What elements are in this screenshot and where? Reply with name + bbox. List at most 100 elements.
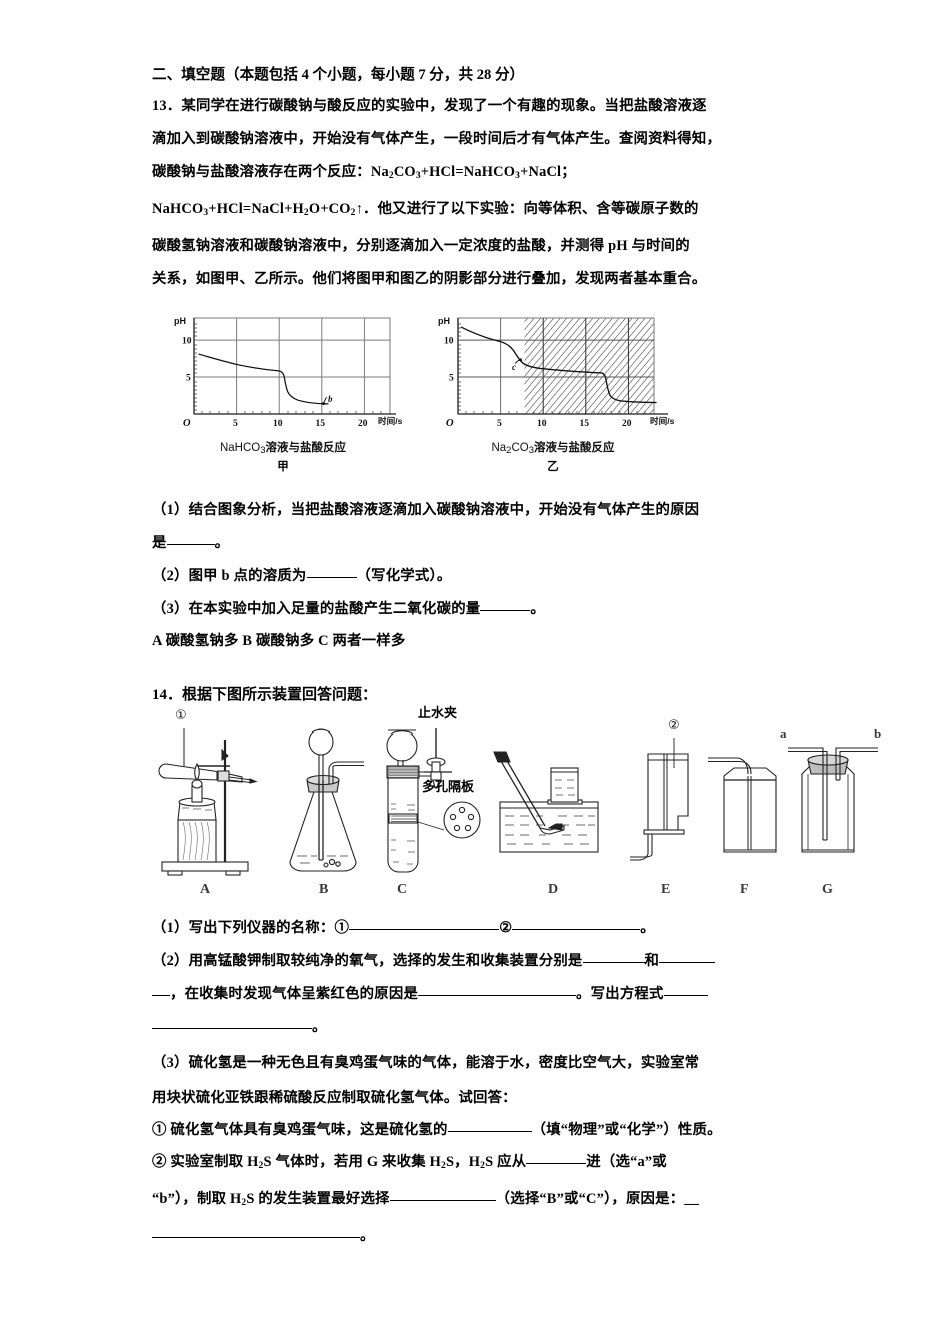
q13-sub2-suffix: （写化学式）。 bbox=[356, 568, 452, 584]
apparatus-label-c: C bbox=[397, 882, 408, 897]
svg-text:pH: pH bbox=[438, 316, 450, 326]
figure-apparatus-set: ① bbox=[152, 700, 881, 900]
q13-sub3-prefix: （3）在本实验中加入足量的盐酸产生二氧化碳的量 bbox=[152, 601, 481, 617]
q14-sub1-prefix: （1）写出下列仪器的名称：① bbox=[152, 920, 350, 936]
q13-options: A 碳酸氢钠多 B 碳酸钠多 C 两者一样多 bbox=[152, 633, 406, 649]
question-14-subquestions: （1）写出下列仪器的名称：① ② 。 （2）用高锰酸钾制取较纯净的氧气，选择的发生和… bbox=[152, 912, 832, 1253]
apparatus-g: a b bbox=[780, 726, 886, 875]
svg-text:20: 20 bbox=[622, 419, 632, 429]
svg-text:15: 15 bbox=[316, 419, 326, 429]
svg-text:5: 5 bbox=[233, 419, 238, 429]
q14-sub3-item2-line3-suffix: 。 bbox=[360, 1228, 375, 1244]
section-heading: 二、填空题（本题包括 4 个小题，每小题 7 分，共 28 分） bbox=[152, 67, 525, 83]
chart-yi-svg: c pH 10 5 O 5 10 15 20 时间/s bbox=[438, 316, 675, 429]
chart-jia: pH 10 5 O 5 10 15 20 b 时间/s NaHCO3溶液与盐酸反… bbox=[164, 312, 402, 474]
apparatus-label-d: D bbox=[548, 882, 559, 897]
answer-blank-port-choice[interactable] bbox=[526, 1163, 587, 1164]
q14-sub3-line-2: 用块状硫化亚铁跟稀硫酸反应制取硫化氢气体。试回答： bbox=[152, 1090, 517, 1106]
q14-sub3-item2-line-3: 。 bbox=[152, 1220, 832, 1253]
apparatus-c-svg bbox=[386, 728, 481, 873]
q13-sub3-line: （3）在本实验中加入足量的盐酸产生二氧化碳的量 。 bbox=[152, 593, 812, 626]
q13-line-1: 13．某同学在进行碳酸钠与酸反应的实验中，发现了一个有趣的现象。当把盐酸溶液逐 bbox=[152, 98, 707, 114]
apparatus-d-svg bbox=[493, 751, 599, 853]
svg-text:10: 10 bbox=[537, 419, 547, 429]
circle-2-icon: ② bbox=[668, 718, 680, 733]
q13-line-2: 滴加入到碳酸钠溶液中，开始没有气体产生，一段时间后才有气体产生。查阅资料得知， bbox=[152, 131, 722, 147]
chart-jia-svg: pH 10 5 O 5 10 15 20 b 时间/s bbox=[174, 316, 402, 429]
porous-plate-label: 多孔隔板 bbox=[422, 779, 475, 794]
q13-sub1-prefix: 是 bbox=[152, 535, 167, 551]
svg-text:10: 10 bbox=[182, 337, 192, 347]
apparatus-b bbox=[280, 728, 378, 883]
q13-sub3-suffix: 。 bbox=[530, 601, 545, 617]
q13-equation-line-2: NaHCO3+HCl=NaCl+H2O+CO2↑．他又进行了以下实验：向等体积、… bbox=[152, 201, 699, 218]
answer-blank-collector[interactable] bbox=[659, 962, 716, 963]
svg-text:15: 15 bbox=[580, 419, 590, 429]
figure-ph-charts: pH 10 5 O 5 10 15 20 b 时间/s NaHCO3溶液与盐酸反… bbox=[152, 312, 812, 490]
answer-blank-equation[interactable] bbox=[663, 995, 708, 996]
question-14-title: 14．根据下图所示装置回答问题： bbox=[152, 687, 378, 703]
svg-text:O: O bbox=[183, 418, 191, 429]
q14-sub1-line: （1）写出下列仪器的名称：① ② 。 bbox=[152, 912, 832, 945]
answer-blank-property-type[interactable] bbox=[447, 1131, 532, 1132]
stopcock-label: 止水夹 bbox=[418, 705, 458, 720]
answer-blank-generator-choice[interactable] bbox=[389, 1200, 496, 1201]
q14-sub2-line2-mid: 。写出方程式 bbox=[576, 986, 664, 1002]
q14-sub1-mid: ② bbox=[499, 920, 513, 936]
apparatus-label-f: F bbox=[740, 882, 749, 897]
apparatus-c: 止水夹 多孔隔板 bbox=[374, 705, 504, 882]
q13-line-4: 关系，如图甲、乙所示。他们将图甲和图乙的阴影部分进行叠加，发现两者基本重合。 bbox=[152, 271, 707, 287]
chart-yi-caption: Na2CO3溶液与盐酸反应 bbox=[491, 442, 615, 456]
apparatus-d bbox=[492, 750, 612, 870]
svg-text:b: b bbox=[328, 394, 333, 404]
svg-text:c: c bbox=[512, 362, 516, 372]
answer-blank-q13-3[interactable] bbox=[480, 610, 531, 611]
apparatus-label-e: E bbox=[661, 882, 671, 897]
apparatus-a: ① bbox=[156, 708, 266, 882]
svg-text:5: 5 bbox=[186, 374, 191, 384]
port-b-label: b bbox=[874, 726, 882, 741]
answer-blank-q13-2[interactable] bbox=[306, 577, 357, 578]
question-13-block: 二、填空题（本题包括 4 个小题，每小题 7 分，共 28 分） 13．某同学在… bbox=[152, 60, 806, 296]
q13-sub1-line-1: （1）结合图象分析，当把盐酸溶液逐滴加入碳酸钠溶液中，开始没有气体产生的原因 bbox=[152, 502, 700, 518]
answer-blank-collector-cont[interactable] bbox=[152, 995, 170, 996]
port-a-label: a bbox=[780, 726, 787, 741]
answer-blank-reason-final[interactable] bbox=[152, 1237, 360, 1238]
q14-sub1-suffix: 。 bbox=[640, 920, 655, 936]
q14-sub2-prefix: （2）用高锰酸钾制取较纯净的氧气，选择的发生和收集装置分别是 bbox=[152, 953, 583, 969]
answer-blank-reason-purple[interactable] bbox=[418, 995, 577, 996]
svg-text:10: 10 bbox=[444, 337, 454, 347]
q14-sub3-item1: ① 硫化氢气体具有臭鸡蛋气味，这是硫化氢的（填“物理”或“化学”）性质。 bbox=[152, 1115, 832, 1146]
q13-sub1-suffix: 。 bbox=[214, 535, 230, 551]
q14-sub3-item1-suffix: （填“物理”或“化学”）性质。 bbox=[531, 1122, 722, 1138]
answer-blank-q13-1[interactable] bbox=[166, 544, 215, 545]
q14-sub2-line2-prefix: ，在收集时发现气体呈紫红色的原因是 bbox=[170, 986, 419, 1002]
q14-sub2-and: 和 bbox=[644, 953, 660, 969]
chart-yi-figure-label: 乙 bbox=[547, 461, 559, 473]
svg-text:10: 10 bbox=[273, 419, 283, 429]
chart-yi: c pH 10 5 O 5 10 15 20 时间/s Na2CO3溶液与盐酸反… bbox=[428, 312, 678, 474]
apparatus-a-svg bbox=[158, 728, 258, 876]
apparatus-f bbox=[708, 752, 792, 872]
apparatus-label-a: A bbox=[200, 882, 211, 897]
apparatus-f-svg bbox=[708, 757, 777, 853]
apparatus-e-svg bbox=[630, 738, 689, 861]
q13-line-3: 碳酸氢钠溶液和碳酸钠溶液中，分别逐滴加入一定浓度的盐酸，并测得 pH 与时间的 bbox=[152, 238, 690, 254]
svg-text:时间/s: 时间/s bbox=[378, 415, 402, 426]
answer-blank-equation-cont[interactable] bbox=[152, 1028, 312, 1029]
answer-blank-instrument-2[interactable] bbox=[512, 929, 641, 930]
q14-sub2-line-3: 。 bbox=[152, 1011, 832, 1044]
chart-jia-figure-label: 甲 bbox=[277, 461, 289, 473]
chart-jia-caption: NaHCO3溶液与盐酸反应 bbox=[219, 442, 347, 456]
answer-blank-instrument-1[interactable] bbox=[349, 929, 500, 930]
svg-text:O: O bbox=[446, 418, 454, 429]
q13-sub2-line: （2）图甲 b 点的溶质为 （写化学式）。 bbox=[152, 560, 812, 593]
question-13-subquestions: （1）结合图象分析，当把盐酸溶液逐滴加入碳酸钠溶液中，开始没有气体产生的原因 是… bbox=[152, 494, 812, 657]
answer-blank-generator[interactable] bbox=[582, 962, 645, 963]
q14-sub2-line-1: （2）用高锰酸钾制取较纯净的氧气，选择的发生和收集装置分别是 和 bbox=[152, 945, 832, 978]
q13-sub2-prefix: （2）图甲 b 点的溶质为 bbox=[152, 568, 307, 584]
q13-sub1-line-2: 是。 bbox=[152, 527, 812, 560]
apparatus-g-svg bbox=[788, 747, 878, 853]
svg-text:20: 20 bbox=[358, 419, 368, 429]
